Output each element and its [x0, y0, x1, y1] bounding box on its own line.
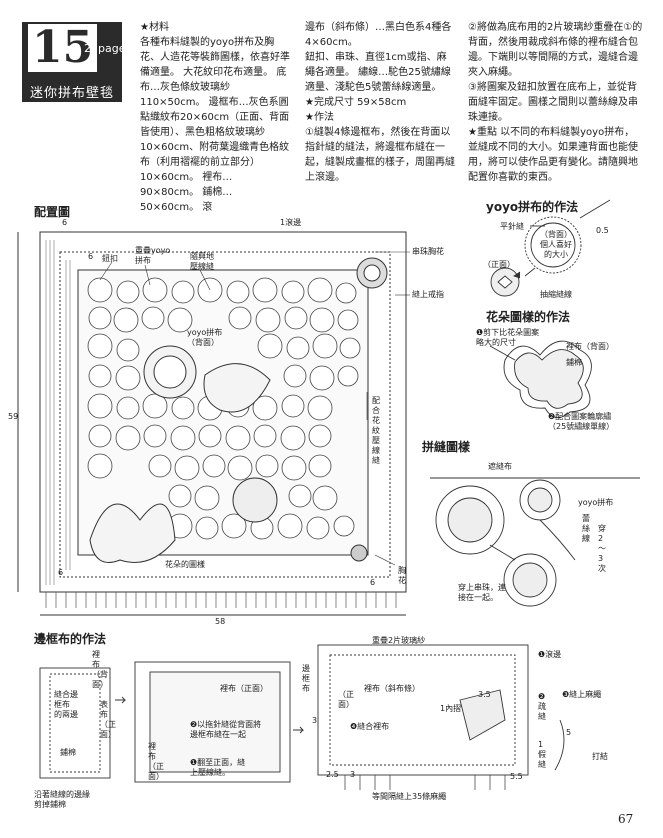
- dim-58: 58: [215, 617, 226, 626]
- header-badge: 15 25page 迷你拼布壁毯: [22, 22, 126, 102]
- yoyo-size-label: （背面） 個人喜好 的大小: [540, 230, 572, 259]
- project-title: 迷你拼布壁毯: [30, 86, 115, 101]
- flower-step-2: ❷配合圖案輪廓繡 （25號繡線單線）: [548, 412, 615, 431]
- dim-5: 5: [566, 728, 572, 737]
- rope-spacing-label: 等間隔縫上35條麻繩: [372, 792, 447, 801]
- flower-heading: 花朵圖樣的作法: [486, 310, 571, 324]
- joining-heading: 拼縫圖樣: [422, 440, 471, 454]
- pattern-quilting-label: 配合花紋壓線縫: [372, 396, 380, 465]
- fold-label: 1內摺: [440, 704, 462, 713]
- brooch-label: 胸花: [398, 566, 406, 585]
- tips-column: ②將做為底布用的2片玻璃紗重疊在①的背面，然後用裁成斜布條的裡布縫合包邊。下端則…: [468, 22, 643, 183]
- yoyo-front-label: （正面）: [483, 260, 515, 269]
- border-lining-label: 裡布 （背面）: [92, 650, 108, 689]
- overlap-gauze-label: 重疊2片玻璃紗: [372, 636, 426, 645]
- flower-step-1: ❶剪下比花朵圖案 略大的尺寸: [476, 328, 540, 347]
- border-step-2: ❷以拖針縫從背面將 邊框布縫在一起: [190, 720, 262, 739]
- knot-label: 打結: [592, 752, 608, 761]
- method-column: 邊布（斜布條）…黑白色系4種各4×60cm。 鈕扣、串珠、直徑1cm或指、麻繩各…: [305, 22, 455, 183]
- flower-pattern-label: 花朵的圖樣: [165, 560, 205, 569]
- quilting-label: 隨興地 壓線縫: [190, 252, 214, 271]
- construction-3b: 3: [350, 770, 356, 779]
- construction-3a: 3: [312, 716, 318, 725]
- ring-label: 縫上戒指: [412, 290, 444, 299]
- binding-step-label: ❶滾邊: [538, 650, 562, 659]
- flower-batting-label: 鋪棉: [566, 358, 582, 367]
- layout-heading: 配置圖: [34, 205, 71, 219]
- joining-yoyo-label: yoyo拼布: [578, 498, 614, 507]
- joining-cover-label: 遮縫布: [488, 462, 512, 471]
- lining-front-vertical: 裡布 （正面）: [148, 742, 164, 781]
- yoyo-back-label: yoyo拼布 （背面）: [187, 328, 223, 347]
- dim-5-5: 5.5: [510, 772, 523, 781]
- frame-fabric-label: 邊 框 布: [302, 664, 310, 693]
- bead-brooch-label: 串珠胸花: [412, 247, 444, 256]
- border-heading: 邊框布的作法: [34, 632, 107, 646]
- flower-lining-label: 裡布（背面）: [566, 342, 614, 351]
- project-number: 15: [28, 24, 98, 72]
- button-label: 鈕扣: [102, 254, 118, 263]
- sew-lining-label: ❹縫合裡布: [350, 722, 390, 731]
- threading-count-label: 穿2～3次: [598, 524, 606, 573]
- construction-3-5: 3.5: [478, 690, 491, 699]
- border-front-label: 表布 （正面）: [100, 700, 116, 739]
- gather-thread-label: 抽縮縫線: [540, 290, 572, 299]
- attach-rope-label: ❸縫上麻繩: [562, 690, 602, 699]
- lining-front-label: 裡布（正面）: [220, 684, 268, 693]
- bead-join-label: 穿上串珠，連 接在一起。: [458, 583, 506, 602]
- yoyo-0-5-label: 0.5: [596, 226, 609, 235]
- running-stitch-label: 平針縫: [500, 222, 524, 231]
- lace-thread-label: 蕾絲線: [582, 514, 590, 543]
- baste-label: ❷ 疏 縫: [538, 692, 546, 721]
- dim-6-top-left: 6: [62, 218, 68, 227]
- border-seam-label: 縫合邊框布 的兩邊: [54, 690, 78, 719]
- border-step-1: ❶翻至正面，縫 上壓線縫。: [190, 758, 246, 777]
- bias-lining-label: 裡布（斜布條）: [364, 684, 420, 693]
- overlap-yoyo-label: 重疊yoyo 拼布: [135, 246, 171, 265]
- dim-6-bottom-left: 6: [58, 568, 64, 577]
- binding-label: 1滾邊: [280, 218, 302, 227]
- page-number: 67: [618, 812, 634, 826]
- dim-6-inner: 6: [88, 252, 94, 261]
- construction-front-label: （正面）: [338, 690, 354, 709]
- tack-label: 1 假 縫: [538, 740, 546, 769]
- dim-6-bottom-right: 6: [370, 578, 376, 587]
- page-reference: 25page: [84, 42, 126, 55]
- materials-column: ★材料 各種布料縫製的yoyo拼布及胸花、人造花等裝飾圖樣，依喜好準備適量。 大…: [140, 22, 290, 213]
- cut-batting-label: 沿著縫線的邊緣 剪掉鋪棉: [34, 790, 90, 809]
- border-batting-label: 鋪棉: [60, 748, 76, 757]
- dim-59: 59: [8, 412, 19, 421]
- yoyo-heading: yoyo拼布的作法: [486, 200, 579, 214]
- dim-2-5: 2.5: [326, 770, 339, 779]
